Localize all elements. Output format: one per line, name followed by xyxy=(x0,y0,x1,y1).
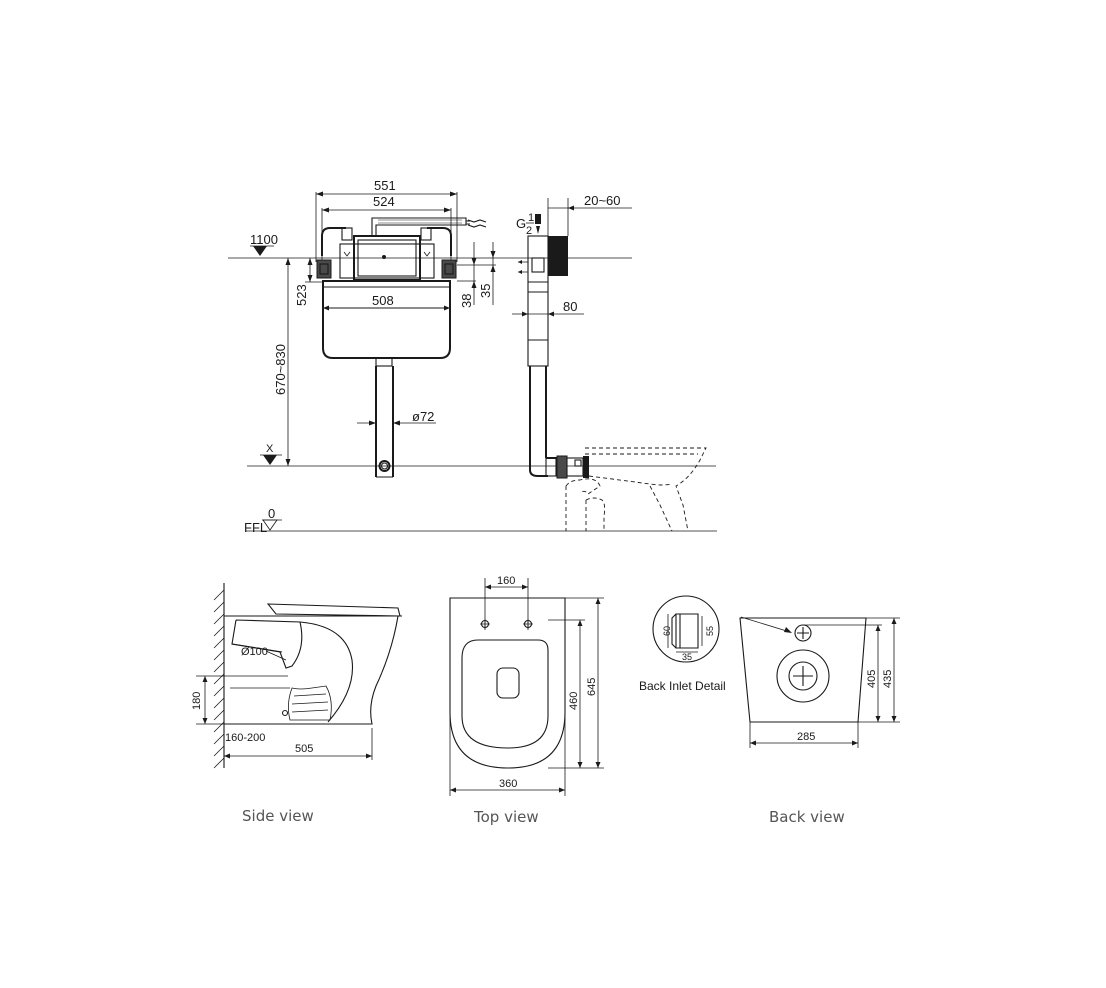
dim-160-top: 160 xyxy=(497,575,515,587)
inlet-g-label: G xyxy=(516,216,526,231)
dim-dia-72: ø72 xyxy=(412,409,434,424)
detail-dim-35: 35 xyxy=(682,652,692,662)
dim-435: 435 xyxy=(882,670,894,688)
dim-35: 35 xyxy=(478,284,493,298)
side-view-caption: Side view xyxy=(242,807,314,825)
dim-523: 523 xyxy=(294,284,309,306)
dim-670-830: 670~830 xyxy=(273,344,288,395)
back-view: 60 55 35 Back Inlet Detail 405 435 285 B… xyxy=(639,595,900,826)
dim-80: 80 xyxy=(563,299,577,314)
level-0-label: 0 xyxy=(268,506,275,521)
detail-dim-55: 55 xyxy=(705,626,715,636)
dim-38: 38 xyxy=(459,294,474,308)
dim-460: 460 xyxy=(568,692,580,710)
top-view: 160 460 645 360 Top view xyxy=(449,575,604,826)
inlet-fraction-bottom: 2 xyxy=(526,225,532,237)
back-inlet-detail-label: Back Inlet Detail xyxy=(639,679,726,693)
dim-285: 285 xyxy=(797,731,815,743)
dim-505: 505 xyxy=(295,743,313,755)
dim-20-60: 20~60 xyxy=(584,193,621,208)
level-x-label: X xyxy=(266,443,274,455)
frame-front-view: 1100 X 0 FFL 551 524 xyxy=(228,178,717,535)
ffl-label: FFL xyxy=(244,520,267,535)
dim-645: 645 xyxy=(586,678,598,696)
level-1100-label: 1100 xyxy=(250,232,278,247)
dim-360: 360 xyxy=(499,778,517,790)
dim-405: 405 xyxy=(866,670,878,688)
top-view-caption: Top view xyxy=(473,808,539,826)
side-view: Ø100 180 160-200 505 Side view xyxy=(191,583,402,825)
dim-180: 180 xyxy=(191,692,203,710)
inlet-fraction-top: 1 xyxy=(528,212,534,224)
dim-524: 524 xyxy=(373,194,395,209)
detail-dim-60: 60 xyxy=(662,626,672,636)
dim-508: 508 xyxy=(372,293,394,308)
back-view-caption: Back view xyxy=(769,808,845,826)
dim-dia-100: Ø100 xyxy=(241,646,268,658)
dim-160-200: 160-200 xyxy=(225,732,265,744)
frame-side-view: 20~60 G 1 2 80 xyxy=(512,193,707,532)
dim-551: 551 xyxy=(374,178,396,193)
